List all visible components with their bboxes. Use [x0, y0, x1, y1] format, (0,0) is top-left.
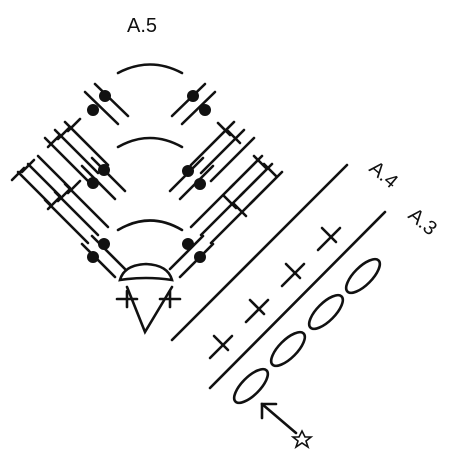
- left-dot-stitches-row-1: [83, 82, 130, 126]
- label-a3: A.3: [404, 204, 441, 240]
- right-cross-stitches-lower: [189, 182, 256, 245]
- start-arrow-shaft: [260, 402, 298, 435]
- arch-row-1: [116, 63, 184, 75]
- start-loop: [118, 262, 174, 282]
- right-dot-stitches-row-1: [170, 82, 217, 126]
- right-cross-stitches-upper: [189, 120, 284, 206]
- start-star-icon: [290, 429, 314, 449]
- v-point: [125, 285, 174, 335]
- a3-chain-loops: [232, 257, 382, 405]
- start-arrow-head: [260, 402, 278, 420]
- left-dot-stitches-row-3: [80, 234, 127, 279]
- a3-edge-line: [208, 210, 387, 390]
- arch-row-2: [116, 136, 184, 149]
- a4-edge-line: [170, 163, 349, 342]
- label-a5: A.5: [127, 15, 157, 37]
- stitch-dots: [87, 90, 211, 263]
- left-cross-stitches-lower: [43, 179, 110, 245]
- label-a4: A.4: [365, 157, 402, 193]
- arch-row-3: [116, 219, 184, 232]
- a4-stitch-row: [208, 226, 342, 360]
- left-cross-stitches-upper: [10, 117, 110, 206]
